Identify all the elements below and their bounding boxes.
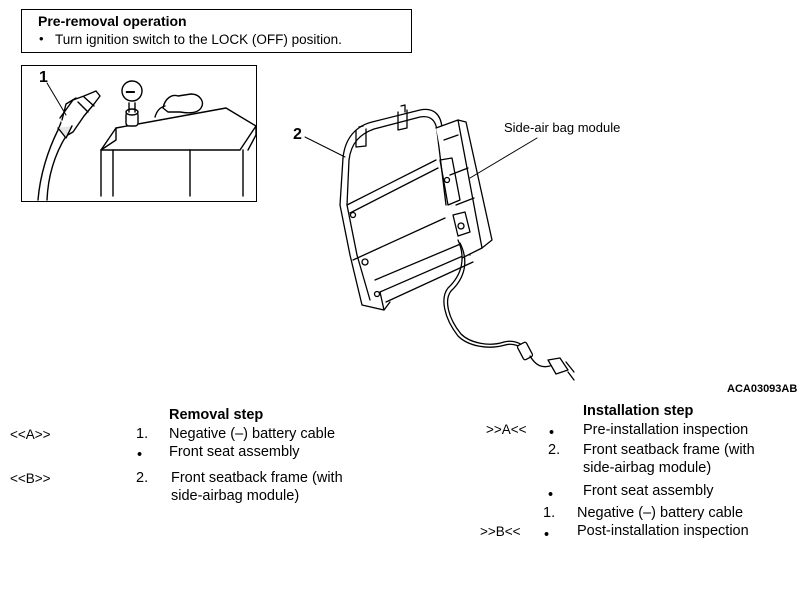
installation-step-title: Installation step [583,403,694,419]
installation-step-2-text-line2: side-airbag module) [583,460,712,476]
removal-step-seat-text: Front seat assembly [169,444,300,460]
removal-step-2-number: 2. [136,470,149,486]
installation-step-1-number: 1. [543,505,556,521]
removal-step-title: Removal step [169,407,264,423]
pre-removal-box [21,9,412,53]
installation-step-pre-text: Pre-installation inspection [583,422,749,438]
pre-removal-text: Turn ignition switch to the LOCK (OFF) p… [55,32,342,47]
installation-step-1-text: Negative (–) battery cable [577,505,744,521]
pre-removal-title: Pre-removal operation [38,13,187,29]
installation-step-post-text: Post-installation inspection [577,523,749,539]
installation-step-2-text: Front seatback frame (with [583,442,755,458]
negative-terminal-sign: − [125,82,136,102]
removal-step-seat-bullet: • [137,447,143,463]
callout-1-label: 1 [39,69,48,86]
removal-step-1-number: 1. [136,426,149,442]
removal-step-2-text: Front seatback frame (with [171,470,343,486]
figure-code: ACA03093AB [727,383,797,395]
installation-marker-b: >>B<< [480,524,521,539]
installation-marker-a: >>A<< [486,422,527,437]
installation-step-seat-bullet: • [548,487,554,503]
installation-step-pre-bullet: • [549,425,555,441]
installation-step-post-bullet: • [544,527,550,543]
installation-step-seat-text: Front seat assembly [583,483,714,499]
callout-2-label: 2 [293,126,302,143]
battery-illustration [37,80,257,201]
seatback-frame-illustration [304,104,575,381]
removal-marker-a: <<A>> [10,427,51,442]
pre-removal-bullet: • [39,31,44,46]
installation-step-2-number: 2. [548,442,561,458]
removal-marker-b: <<B>> [10,471,51,486]
removal-step-2-text-line2: side-airbag module) [171,488,300,504]
side-airbag-module-label: Side-air bag module [504,120,620,135]
removal-step-1-text: Negative (–) battery cable [169,426,336,442]
